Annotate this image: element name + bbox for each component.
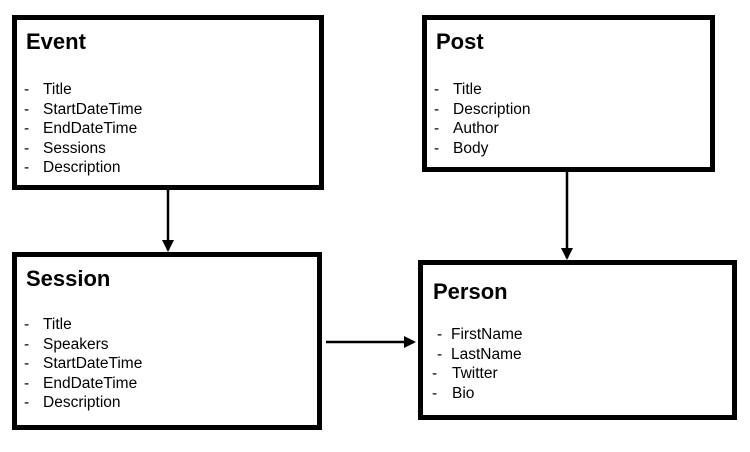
field-item: -LastName xyxy=(437,345,522,365)
entity-session: Session -Title -Speakers -StartDateTime … xyxy=(12,252,322,430)
entity-event: Event -Title -StartDateTime -EndDateTime… xyxy=(12,15,324,190)
field-item: -EndDateTime xyxy=(24,374,142,394)
field-label: StartDateTime xyxy=(43,100,143,118)
field-item: -Body xyxy=(434,139,531,159)
entity-title-event: Event xyxy=(26,29,86,54)
field-label: EndDateTime xyxy=(43,120,138,137)
list-dash: - xyxy=(434,81,440,98)
field-label: Title xyxy=(43,81,72,98)
field-label: Description xyxy=(453,100,531,118)
field-list-post: -Title -Description -Author -Body xyxy=(434,80,531,158)
field-item: -Twitter xyxy=(432,364,522,384)
list-dash: - xyxy=(24,100,30,118)
field-item: -Title xyxy=(434,80,531,100)
entity-person: Person -FirstName -LastName -Twitter -Bi… xyxy=(418,260,737,420)
field-list-session: -Title -Speakers -StartDateTime -EndDate… xyxy=(24,315,142,413)
list-dash: - xyxy=(24,120,30,137)
field-label: Title xyxy=(43,316,72,333)
list-dash: - xyxy=(24,159,30,176)
list-dash: - xyxy=(24,355,30,372)
field-item: -StartDateTime xyxy=(24,354,142,374)
field-item: -Description xyxy=(434,100,531,120)
field-item: -Title xyxy=(24,80,142,100)
field-label: LastName xyxy=(451,345,522,363)
field-item: -Description xyxy=(24,393,142,413)
field-item: -Speakers xyxy=(24,335,142,355)
field-item: -FirstName xyxy=(437,325,522,345)
field-label: FirstName xyxy=(451,326,523,343)
list-dash: - xyxy=(434,120,440,137)
list-dash: - xyxy=(24,335,30,353)
list-dash: - xyxy=(434,100,440,118)
field-label: Bio xyxy=(452,384,475,402)
list-dash: - xyxy=(437,326,443,343)
field-item: -Author xyxy=(434,119,531,139)
field-label: Author xyxy=(453,120,499,137)
field-label: Sessions xyxy=(43,139,106,157)
field-label: Title xyxy=(453,81,482,98)
field-label: Description xyxy=(43,159,121,176)
field-label: StartDateTime xyxy=(43,355,143,372)
field-list-person: -FirstName -LastName -Twitter -Bio xyxy=(432,325,522,404)
field-label: Twitter xyxy=(452,365,498,382)
list-dash: - xyxy=(24,374,30,392)
field-item: -Sessions xyxy=(24,139,142,159)
list-dash: - xyxy=(24,139,30,157)
field-item: -StartDateTime xyxy=(24,100,142,120)
list-dash: - xyxy=(24,81,30,98)
field-label: EndDateTime xyxy=(43,374,138,392)
entity-title-session: Session xyxy=(26,266,111,291)
field-item: -Description xyxy=(24,158,142,178)
entity-title-person: Person xyxy=(433,279,508,304)
list-dash: - xyxy=(432,365,438,382)
field-label: Description xyxy=(43,394,121,411)
list-dash: - xyxy=(24,394,30,411)
field-item: -Bio xyxy=(432,384,522,404)
field-item: -EndDateTime xyxy=(24,119,142,139)
list-dash: - xyxy=(434,139,440,157)
list-dash: - xyxy=(437,345,443,363)
field-list-event: -Title -StartDateTime -EndDateTime -Sess… xyxy=(24,80,142,178)
field-item: -Title xyxy=(24,315,142,335)
entity-post: Post -Title -Description -Author -Body xyxy=(422,15,715,172)
field-label: Body xyxy=(453,139,489,157)
entity-title-post: Post xyxy=(436,29,484,54)
list-dash: - xyxy=(432,384,438,402)
field-label: Speakers xyxy=(43,335,109,353)
list-dash: - xyxy=(24,316,30,333)
